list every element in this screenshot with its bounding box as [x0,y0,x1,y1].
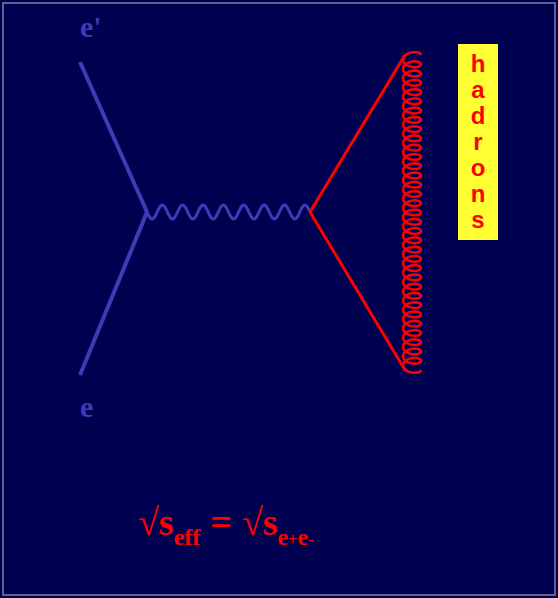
quark-line [310,55,405,212]
particle-label: e' [80,10,102,44]
hadrons-box: hadrons [458,44,498,240]
gluon-line [403,52,421,373]
formula-subscript: e+e- [278,524,314,550]
electron-line [80,62,147,212]
formula-part: = [210,501,232,543]
formula-part: √s [242,501,278,543]
formula-part: e [297,524,308,550]
formula-part: e [278,524,289,550]
quark-line [310,212,405,370]
formula-superscript: + [288,531,297,548]
formula-superscript: - [308,531,313,548]
formula-subscript: eff [174,524,201,550]
formula: √seff=√se+e- [138,500,313,551]
formula-part: √s [138,501,174,543]
frame [3,3,555,595]
photon-line [147,205,310,219]
electron-line [80,212,147,375]
particle-label: e [80,390,93,424]
node-text: hadrons [469,51,487,233]
